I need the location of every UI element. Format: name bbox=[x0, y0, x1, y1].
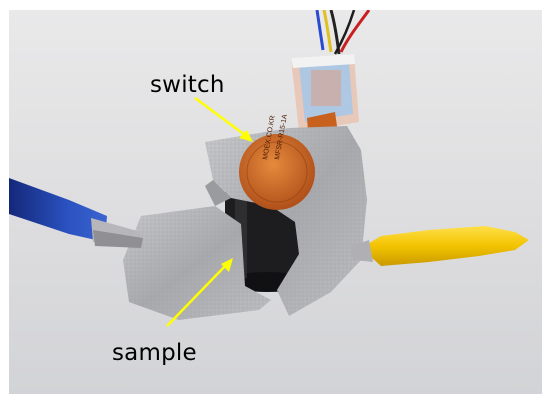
sample-label: sample bbox=[112, 340, 197, 366]
connector-block bbox=[291, 54, 359, 132]
blue-clip bbox=[9, 178, 143, 248]
wires bbox=[315, 10, 371, 55]
foil-left bbox=[123, 206, 271, 320]
photo-frame: MOEX.CO.KR MFSR-R15-1A switch sample bbox=[9, 10, 542, 394]
yellow-clip bbox=[351, 226, 529, 266]
switch-disc bbox=[239, 134, 315, 210]
experiment-photo: MOEX.CO.KR MFSR-R15-1A bbox=[9, 10, 529, 327]
annotation-arrows bbox=[166, 96, 253, 327]
switch-label: switch bbox=[150, 72, 225, 98]
